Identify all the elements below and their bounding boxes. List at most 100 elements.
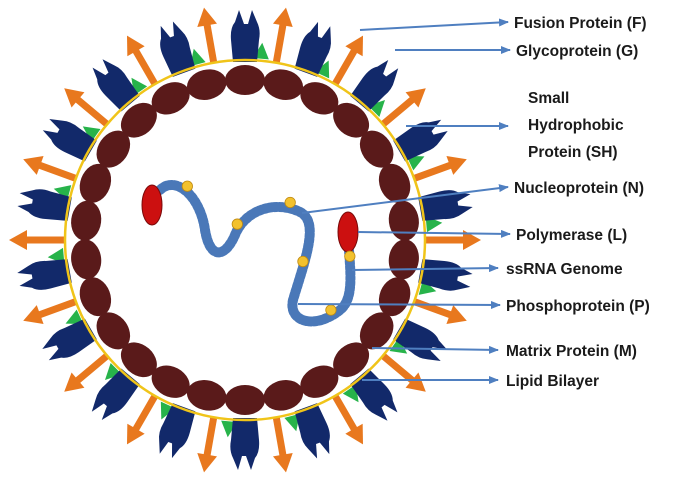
pointer-nucleo — [301, 184, 509, 214]
matrix-protein — [300, 82, 339, 115]
phosphoprotein — [181, 180, 193, 192]
glycoprotein — [425, 230, 481, 250]
fusion-protein — [418, 259, 473, 291]
matrix-protein — [300, 365, 339, 398]
matrix-protein — [186, 69, 227, 100]
phosphoprotein — [325, 304, 337, 316]
fusion-protein — [92, 59, 140, 112]
matrix-protein — [359, 312, 394, 350]
glycoprotein — [9, 230, 65, 250]
glycoprotein — [197, 416, 218, 473]
matrix-protein — [388, 239, 419, 280]
pointer-ssrna — [351, 264, 499, 273]
sh-protein — [284, 413, 300, 432]
fusion-protein — [230, 418, 260, 470]
sh-protein — [314, 60, 330, 79]
ssrna-genome-complex — [141, 180, 359, 327]
glycoprotein — [272, 416, 293, 473]
glycoprotein — [23, 298, 78, 324]
glycoprotein — [380, 353, 426, 392]
matrix-protein — [151, 365, 190, 398]
matrix-protein — [359, 130, 394, 168]
matrix-protein — [225, 385, 265, 415]
matrix-protein — [120, 342, 157, 378]
glycoprotein — [412, 156, 467, 182]
matrix-protein — [96, 130, 131, 168]
fusion-protein — [42, 318, 97, 361]
matrix-protein — [71, 239, 102, 280]
pointer-phospho — [297, 300, 501, 309]
fusion-protein — [350, 59, 399, 112]
fusion-protein — [418, 190, 473, 221]
label-sh-line3: Protein (SH) — [528, 144, 618, 161]
label-group: Fusion Protein (F) Glycoprotein (G) Smal… — [506, 15, 650, 390]
label-matrix-protein: Matrix Protein (M) — [506, 343, 637, 360]
polymerase-right — [337, 211, 359, 253]
glycoprotein — [412, 298, 467, 324]
fusion-protein-spikes — [17, 10, 473, 470]
sh-protein — [406, 155, 425, 171]
phosphoprotein — [284, 196, 296, 209]
fusion-protein — [393, 318, 448, 362]
fusion-protein — [91, 368, 140, 421]
polymerase-left — [141, 184, 163, 226]
label-glycoprotein: Glycoprotein (G) — [516, 43, 638, 60]
fusion-protein — [393, 119, 448, 162]
glycoprotein — [64, 353, 110, 392]
label-sh-line1: Small — [528, 90, 569, 107]
sh-protein-group — [47, 42, 443, 438]
pointer-matrix — [371, 345, 499, 354]
matrix-protein — [378, 277, 411, 317]
fusion-protein — [294, 403, 330, 459]
label-nucleoprotein: Nucleoprotein (N) — [514, 180, 644, 197]
matrix-protein — [388, 200, 419, 241]
fusion-protein — [350, 368, 398, 421]
matrix-protein — [151, 82, 190, 115]
matrix-protein — [333, 342, 370, 378]
fusion-protein — [230, 10, 260, 62]
label-lipid-bilayer: Lipid Bilayer — [506, 373, 599, 390]
label-sh-line2: Hydrophobic — [528, 117, 624, 134]
sh-protein — [160, 401, 176, 420]
matrix-protein — [378, 163, 411, 203]
matrix-protein — [225, 65, 265, 95]
label-ssrna-genome: ssRNA Genome — [506, 261, 623, 278]
matrix-protein-ring — [71, 65, 419, 415]
glycoprotein — [272, 7, 293, 64]
sh-protein — [190, 48, 206, 67]
label-pointers — [297, 18, 511, 384]
sh-protein — [65, 309, 84, 325]
glycoprotein — [64, 88, 110, 127]
phosphoprotein — [297, 255, 309, 268]
glycoprotein — [331, 394, 363, 445]
matrix-protein — [120, 102, 157, 138]
sh-protein — [82, 126, 101, 143]
phosphoprotein — [231, 218, 243, 230]
matrix-protein — [333, 102, 370, 138]
label-phosphoprotein: Phosphoprotein (P) — [506, 298, 650, 315]
glycoprotein — [127, 35, 159, 86]
glycoprotein — [197, 7, 218, 64]
label-fusion-protein: Fusion Protein (F) — [514, 15, 647, 32]
matrix-protein — [263, 69, 304, 100]
matrix-protein — [71, 200, 102, 241]
sh-protein — [389, 337, 408, 354]
fusion-protein — [17, 189, 72, 221]
glycoprotein — [23, 156, 78, 182]
pointer-polymerase — [357, 229, 511, 238]
matrix-protein — [186, 380, 227, 411]
phosphoprotein-group — [181, 180, 356, 316]
fusion-protein — [160, 21, 196, 77]
matrix-protein — [79, 163, 112, 203]
nucleoprotein-coat — [155, 180, 356, 327]
lipid-bilayer-ring — [63, 58, 427, 422]
matrix-protein — [79, 277, 112, 317]
glycoprotein — [127, 394, 159, 445]
matrix-protein — [96, 312, 131, 350]
glycoprotein — [380, 88, 426, 127]
fusion-protein — [42, 118, 97, 162]
fusion-protein — [159, 403, 196, 459]
glycoprotein-spikes — [9, 7, 481, 473]
glycoprotein — [331, 35, 363, 86]
